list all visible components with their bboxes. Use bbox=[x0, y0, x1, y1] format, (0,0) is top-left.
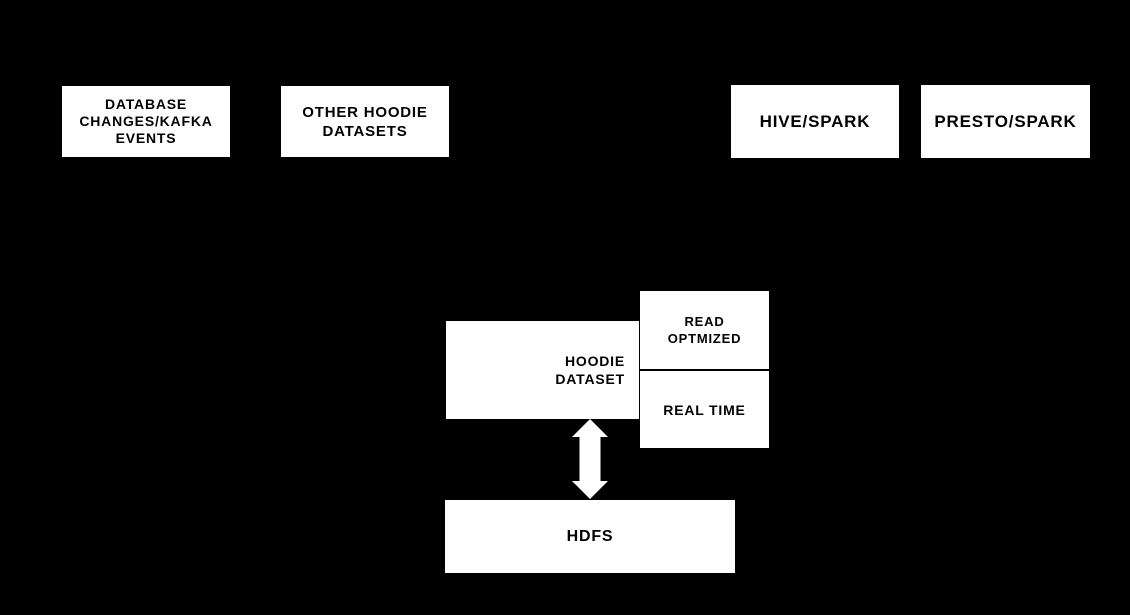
node-label-line: PRESTO/SPARK bbox=[934, 111, 1077, 131]
node-label-line: DATASET bbox=[555, 371, 625, 387]
node-label-line: READ bbox=[684, 314, 725, 329]
node-label-line: HOODIE bbox=[564, 353, 625, 369]
double-headed-arrow-icon bbox=[572, 419, 608, 499]
node-label-line: REAL TIME bbox=[663, 401, 746, 418]
node-label-line: HDFS bbox=[566, 527, 614, 545]
node-read-optimized-view: READ OPTMIZED bbox=[640, 291, 769, 369]
node-label-line: HIVE/SPARK bbox=[759, 111, 871, 131]
node-real-time-view: REAL TIME bbox=[640, 371, 769, 448]
node-label-line: DATASETS bbox=[322, 122, 408, 140]
node-label-line: EVENTS bbox=[115, 130, 177, 146]
node-other-hoodie-datasets: OTHER HOODIE DATASETS bbox=[281, 86, 449, 157]
node-label-line: DATABASE bbox=[104, 96, 188, 112]
node-hive-spark: HIVE/SPARK bbox=[731, 85, 899, 158]
node-database-changes-kafka-events: DATABASE CHANGES/KAFKA EVENTS bbox=[62, 86, 230, 157]
node-label-line: OTHER HOODIE bbox=[302, 103, 428, 121]
node-hoodie-dataset: HOODIE DATASET bbox=[446, 321, 639, 419]
node-hdfs: HDFS bbox=[445, 500, 735, 573]
node-label-line: CHANGES/KAFKA bbox=[79, 113, 213, 129]
node-presto-spark: PRESTO/SPARK bbox=[921, 85, 1090, 158]
node-label-line: OPTMIZED bbox=[667, 331, 742, 346]
